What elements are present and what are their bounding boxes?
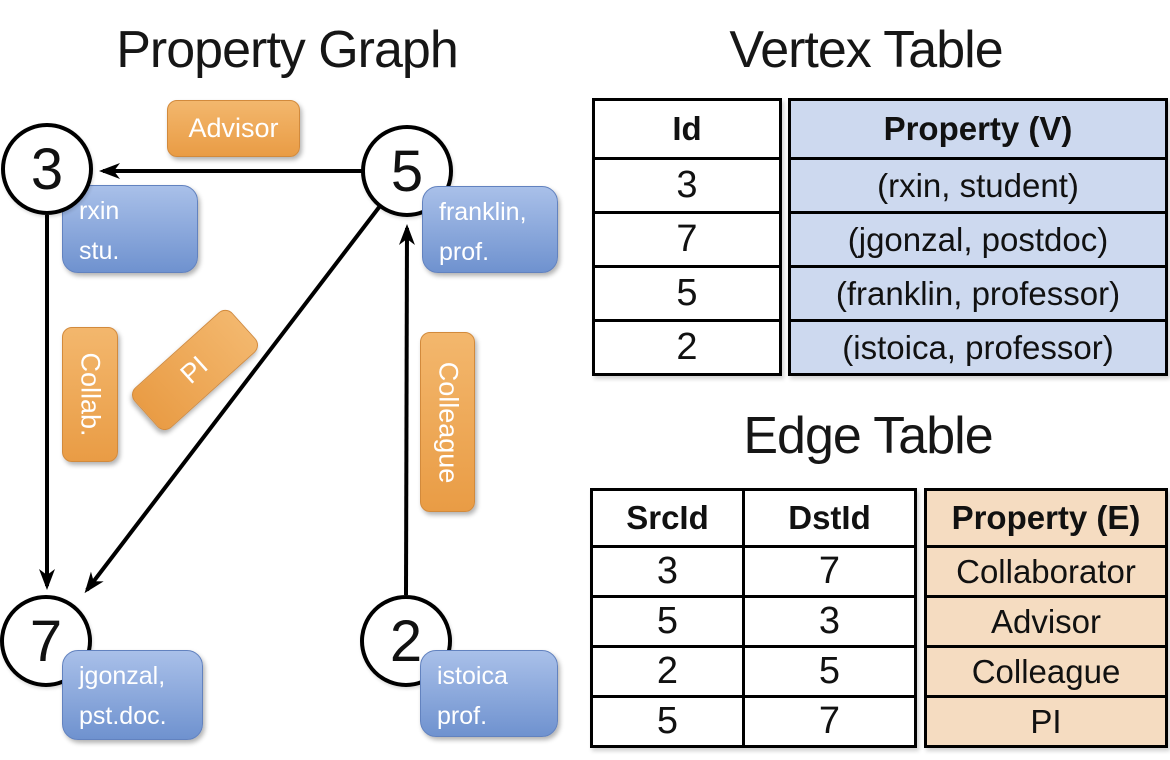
node-id-2: 2 [389,608,423,674]
column-header-property-v: Property (V) [791,101,1165,157]
vertex-property-box-7: jgonzal, pst.doc. [62,650,203,740]
table-cell: 5 [595,265,779,319]
node-id-7: 7 [29,608,63,674]
table-cell: 7 [595,211,779,265]
vertex-property-line: istoica [437,662,508,690]
table-cell: 5 [593,698,745,745]
edge-label-text: PI [175,349,215,390]
edge-line-colleague-2-to-5 [398,224,415,596]
table-cell: (istoica, professor) [791,319,1165,373]
edge-property-box-collab: Collab. [62,327,118,462]
table-cell: 2 [595,319,779,373]
vertex-property-line: jgonzal, [79,662,166,690]
edge-table-id-columns: SrcId DstId 3 7 5 3 2 5 5 7 [590,488,917,748]
table-cell: 5 [818,650,841,692]
edge-label-text: Colleague [433,361,463,483]
edge-label-text: Advisor [188,113,279,143]
column-header-property-e: Property (E) [927,491,1165,545]
table-cell: 7 [818,550,841,592]
vertex-property-line: rxin [79,197,120,225]
graph-edges-canvas [39,163,415,596]
vertex-property-box-2: istoica prof. [420,650,558,737]
vertex-table-id-column: Id 3 7 5 2 [592,98,782,376]
edge-label-text: Collab. [75,352,106,437]
edge-table-title: Edge Table [743,407,993,465]
node-id-5: 5 [390,138,424,204]
table-cell: 3 [593,548,745,595]
vertex-table-property-column: Property (V) (rxin, student) (jgonzal, p… [788,98,1168,376]
node-circle-7: 7 [0,595,92,687]
column-header-id: Id [672,110,702,147]
table-cell: PI [927,695,1165,745]
table-cell: 3 [818,600,841,642]
table-cell: 3 [595,157,779,211]
vertex-property-line: prof. [437,702,488,730]
table-cell: 7 [818,700,841,742]
edge-table-property-column: Property (E) Collaborator Advisor Collea… [924,488,1168,748]
column-header-srcid: SrcId [593,491,745,545]
table-cell: (rxin, student) [791,157,1165,211]
node-id-3: 3 [30,136,64,202]
vertex-property-line: stu. [79,237,120,265]
node-circle-3: 3 [1,123,93,215]
table-cell: (franklin, professor) [791,265,1165,319]
vertex-property-line: franklin, [439,198,527,226]
table-cell: Advisor [927,595,1165,645]
vertex-property-box-5: franklin, prof. [422,186,558,273]
edge-line-pi-5-to-7 [84,204,382,594]
table-cell: 5 [593,598,745,645]
table-cell: (jgonzal, postdoc) [791,211,1165,265]
edge-property-box-advisor: Advisor [167,100,300,157]
edge-property-box-colleague: Colleague [420,332,475,512]
table-cell: Collaborator [927,545,1165,595]
vertex-property-line: pst.doc. [79,702,167,730]
column-header-dstid: DstId [788,499,871,536]
graph-title: Property Graph [116,21,459,79]
vertex-property-line: prof. [439,238,490,266]
vertex-property-box-3: rxin stu. [62,185,198,273]
table-cell: 2 [593,648,745,695]
vertex-table-title: Vertex Table [729,21,1003,79]
table-cell: Colleague [927,645,1165,695]
